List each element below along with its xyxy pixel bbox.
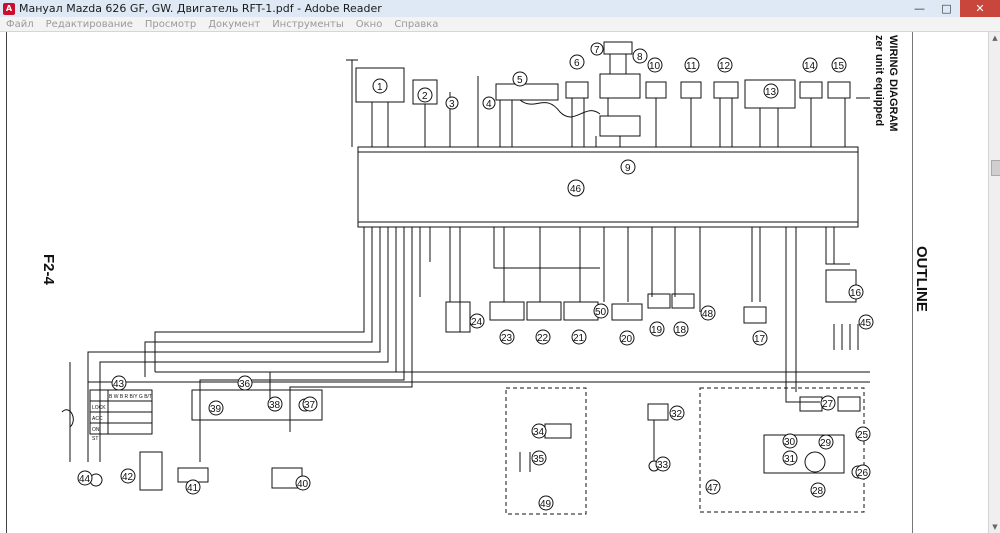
menu-help[interactable]: Справка	[394, 18, 439, 30]
svg-text:1: 1	[377, 82, 383, 93]
svg-text:44: 44	[79, 474, 91, 485]
svg-text:41: 41	[187, 483, 199, 494]
page-left-edge	[6, 32, 7, 533]
svg-text:28: 28	[812, 486, 824, 497]
svg-text:39: 39	[210, 404, 222, 415]
scroll-down-icon[interactable]: ▼	[992, 523, 998, 531]
svg-text:31: 31	[784, 454, 796, 465]
svg-text:11: 11	[686, 61, 697, 72]
svg-text:3: 3	[449, 99, 455, 110]
svg-text:40: 40	[297, 479, 309, 490]
svg-text:4: 4	[486, 99, 492, 110]
page-right-edge	[912, 32, 913, 533]
svg-text:22: 22	[537, 333, 549, 344]
section-title: OUTLINE	[913, 246, 930, 312]
menu-view[interactable]: Просмотр	[144, 18, 197, 30]
svg-text:9: 9	[625, 163, 631, 174]
ecu-box	[357, 146, 859, 228]
svg-text:42: 42	[122, 472, 134, 483]
component-labels: 1 2 3 4 5 6 7 8 9 10 11 12 13 14 15 16 1…	[77, 42, 874, 511]
svg-text:15: 15	[833, 61, 845, 72]
svg-text:25: 25	[857, 430, 869, 441]
svg-text:2: 2	[422, 91, 428, 102]
svg-text:20: 20	[621, 334, 633, 345]
adobe-reader-icon: A	[3, 2, 15, 15]
svg-text:14: 14	[804, 61, 816, 72]
svg-text:18: 18	[675, 325, 687, 336]
svg-text:12: 12	[719, 61, 731, 72]
svg-text:7: 7	[594, 45, 600, 56]
svg-text:50: 50	[595, 307, 607, 318]
scroll-thumb[interactable]	[991, 160, 1000, 176]
svg-text:10: 10	[649, 61, 661, 72]
svg-text:47: 47	[707, 483, 719, 494]
menu-file[interactable]: Файл	[6, 18, 34, 30]
menu-window[interactable]: Окно	[355, 18, 383, 30]
svg-text:19: 19	[651, 325, 663, 336]
svg-text:38: 38	[269, 400, 281, 411]
svg-text:49: 49	[540, 499, 552, 510]
svg-text:48: 48	[702, 309, 714, 320]
svg-text:45: 45	[860, 318, 872, 329]
svg-text:23: 23	[501, 333, 513, 344]
svg-text:LOCK: LOCK	[92, 405, 106, 411]
page-code: F2-4	[40, 254, 57, 286]
document-view[interactable]: 1 2 3 4 5 6 7 8 9 10 11 12 13 14 15 16 1…	[0, 32, 988, 533]
menu-bar: Файл Редактирование Просмотр Документ Ин…	[0, 17, 1000, 32]
svg-text:36: 36	[239, 379, 251, 390]
wiring-diagram-subtitle: zer unit equipped	[873, 35, 885, 126]
svg-text:21: 21	[573, 333, 585, 344]
svg-text:17: 17	[754, 334, 766, 345]
svg-text:43: 43	[113, 379, 125, 390]
window-title: Мануал Mazda 626 GF, GW. Двигатель RFT-1…	[19, 2, 382, 15]
svg-text:8: 8	[637, 52, 643, 63]
close-button[interactable]: ✕	[960, 0, 1000, 17]
svg-text:26: 26	[857, 468, 869, 479]
svg-text:B W B R B/Y G B/T: B W B R B/Y G B/T	[109, 394, 152, 400]
svg-text:16: 16	[850, 288, 862, 299]
wiring-diagram: 1 2 3 4 5 6 7 8 9 10 11 12 13 14 15 16 1…	[40, 35, 930, 515]
svg-text:13: 13	[765, 87, 777, 98]
svg-text:24: 24	[471, 317, 483, 328]
ignition-switch-table: B W B R B/Y G B/T LOCK ACC ON ST	[92, 394, 152, 442]
svg-text:37: 37	[304, 400, 316, 411]
svg-text:34: 34	[533, 427, 545, 438]
svg-text:32: 32	[671, 409, 683, 420]
svg-text:6: 6	[574, 58, 580, 69]
svg-text:29: 29	[820, 438, 832, 449]
menu-edit[interactable]: Редактирование	[45, 18, 133, 30]
scroll-up-icon[interactable]: ▲	[992, 34, 998, 42]
menu-tools[interactable]: Инструменты	[272, 18, 344, 30]
svg-text:35: 35	[533, 454, 545, 465]
title-bar: A Мануал Mazda 626 GF, GW. Двигатель RFT…	[0, 0, 1000, 18]
svg-text:27: 27	[822, 399, 834, 410]
wiring-diagram-title: WIRING DIAGRAM	[887, 35, 899, 132]
svg-text:ST: ST	[92, 436, 98, 442]
menu-document[interactable]: Документ	[208, 18, 261, 30]
vertical-scrollbar[interactable]: ▲ ▼	[988, 32, 1000, 533]
svg-text:33: 33	[657, 460, 669, 471]
svg-text:46: 46	[570, 184, 582, 195]
maximize-button[interactable]: □	[941, 2, 952, 15]
minimize-button[interactable]: —	[914, 2, 925, 15]
svg-text:ON: ON	[92, 427, 100, 433]
window-controls: — □ ✕	[906, 0, 1000, 17]
svg-text:ACC: ACC	[92, 416, 103, 422]
svg-text:30: 30	[784, 437, 796, 448]
svg-text:5: 5	[517, 75, 523, 86]
